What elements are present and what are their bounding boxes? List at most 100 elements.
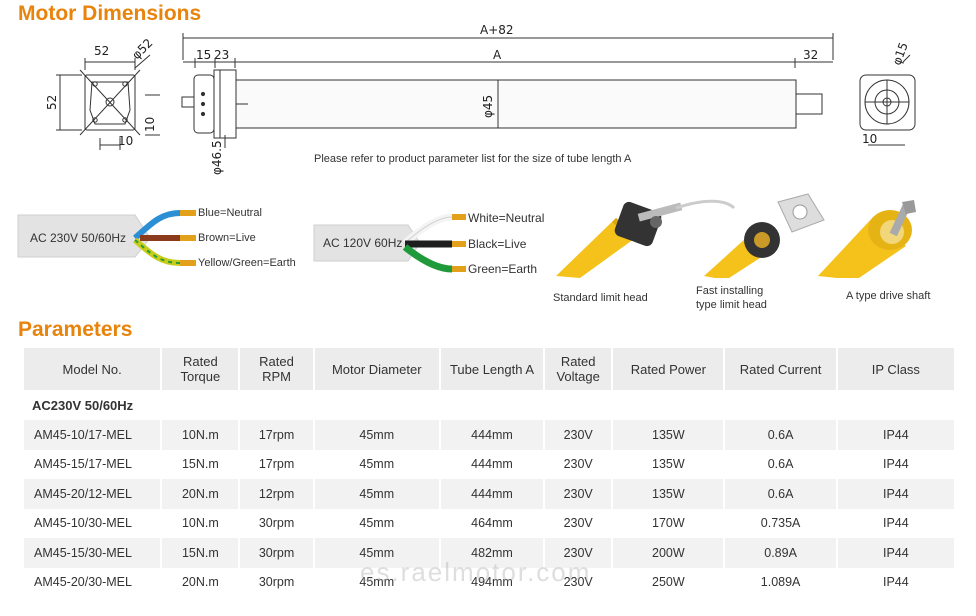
wiring-diagrams (17, 210, 466, 273)
section-title-parameters: Parameters (18, 318, 133, 341)
cell-power: 200W (613, 538, 724, 568)
cell-current: 0.6A (725, 479, 836, 509)
cell-torque: 10N.m (162, 420, 239, 450)
cell-current: 1.089A (760, 575, 801, 590)
cell-torque: 20N.m (162, 479, 239, 509)
dim-tube-length: A (493, 48, 502, 62)
cell-tube-length: 482mm (440, 538, 544, 568)
cell-rpm: 30rpm (240, 538, 313, 568)
col-model: Model No. (24, 348, 161, 390)
cell-diameter: 45mm (359, 575, 395, 590)
cell-model: AM45-10/17-MEL (24, 420, 161, 450)
cell-diameter: 45mm (314, 538, 439, 568)
cell-ip-class: IP44 (882, 575, 909, 590)
table-header-row: Model No. Rated Torque Rated RPM Motor D… (24, 348, 954, 390)
cell-power: 135W (613, 420, 724, 450)
wire-label-blue: Blue=Neutral (198, 207, 262, 219)
cell-rpm: 30rpm (258, 516, 295, 531)
col-power: Rated Power (613, 348, 724, 390)
cell-model: AM45-15/17-MEL (34, 457, 132, 472)
cell-current: 0.6A (767, 457, 794, 472)
caption-fast-installing: Fast installing type limit head (696, 284, 767, 312)
cell-rpm: 12rpm (240, 479, 313, 509)
table-row: AM45-20/12-MEL 20N.m 12rpm 45mm 444mm 23… (24, 479, 954, 509)
caption-fast-line2: type limit head (696, 299, 767, 311)
table-row: AM45-10/30-MEL 10N.m 30rpm 45mm 464mm 23… (24, 509, 954, 539)
cable-label-120v: AC 120V 60Hz (323, 236, 403, 250)
dim-right-bottom: 10 (862, 132, 877, 146)
cell-voltage: 230V (563, 457, 593, 472)
cell-torque: 15N.m (181, 457, 219, 472)
col-diameter: Motor Diameter (314, 348, 439, 390)
cell-rpm: 17rpm (240, 420, 313, 450)
cable-label-230v: AC 230V 50/60Hz (30, 231, 127, 245)
table-group-row: AC230V 50/60Hz (24, 390, 954, 420)
table-row: AM45-15/30-MEL 15N.m 30rpm 45mm 482mm 23… (24, 538, 954, 568)
dim-head-a: 15 (196, 48, 211, 62)
cell-model: AM45-20/30-MEL (34, 575, 132, 590)
dim-overall-length: A+82 (480, 23, 514, 37)
cell-ip-class: IP44 (837, 420, 954, 450)
standard-limit-head-image (556, 199, 736, 278)
cell-tube-length: 494mm (471, 575, 513, 590)
wire-label-yellow-green: Yellow/Green=Earth (198, 257, 296, 269)
col-torque: Rated Torque (162, 348, 239, 390)
table-row: AM45-15/17-MEL 15N.m 17rpm 45mm 444mm 23… (24, 450, 954, 480)
dim-head-diameter: φ46.5 (210, 140, 224, 175)
cell-current: 0.735A (760, 516, 801, 531)
caption-drive-shaft: A type drive shaft (846, 290, 931, 302)
dim-left-diameter: φ52 (129, 36, 155, 62)
cell-rpm: 30rpm (258, 575, 295, 590)
wire-label-white: White=Neutral (468, 211, 545, 225)
cell-ip-class: IP44 (882, 516, 909, 531)
dim-head-b: 23 (214, 48, 229, 62)
dim-left-bottom: 10 (143, 117, 157, 132)
cell-tube-length: 464mm (471, 516, 513, 531)
cell-torque: 10N.m (181, 516, 219, 531)
caption-standard-limit-head: Standard limit head (553, 292, 648, 304)
cell-diameter: 45mm (314, 479, 439, 509)
dim-right-diameter: φ15 (890, 40, 911, 67)
wire-blue (133, 210, 181, 241)
table-row: AM45-20/30-MEL 20N.m 30rpm 45mm 494mm 23… (24, 568, 954, 598)
cell-power: 135W (652, 457, 685, 472)
dim-left-width: 52 (94, 44, 109, 58)
section-title-dimensions: Motor Dimensions (18, 2, 202, 25)
col-current: Rated Current (725, 348, 836, 390)
wire-label-brown: Brown=Live (198, 232, 256, 244)
cell-voltage: 230V (545, 479, 612, 509)
cell-model: AM45-10/30-MEL (34, 516, 132, 531)
cell-power: 135W (613, 479, 724, 509)
table-row: AM45-10/17-MEL 10N.m 17rpm 45mm 444mm 23… (24, 420, 954, 450)
cell-tube-length: 444mm (440, 420, 544, 450)
fast-installing-limit-head-image (704, 193, 825, 278)
caption-fast-line1: Fast installing (696, 285, 764, 297)
parameters-table: Model No. Rated Torque Rated RPM Motor D… (22, 348, 956, 597)
tube-length-note: Please refer to product parameter list f… (314, 153, 632, 165)
col-ip-class: IP Class (837, 348, 954, 390)
cell-voltage: 230V (545, 420, 612, 450)
cell-voltage: 230V (563, 516, 593, 531)
cell-voltage: 230V (563, 575, 593, 590)
cell-ip-class: IP44 (837, 538, 954, 568)
dim-left-height: 52 (45, 95, 59, 110)
cell-diameter: 45mm (314, 420, 439, 450)
cell-current: 0.89A (725, 538, 836, 568)
cell-tube-length: 444mm (471, 457, 513, 472)
cell-torque: 15N.m (162, 538, 239, 568)
cell-current: 0.6A (725, 420, 836, 450)
wire-yellow-green (133, 237, 181, 266)
col-rpm: Rated RPM (240, 348, 313, 390)
dim-tube-diameter: φ45 (481, 95, 495, 118)
cell-model: AM45-20/12-MEL (24, 479, 161, 509)
dim-tail: 32 (803, 48, 818, 62)
cell-voltage: 230V (545, 538, 612, 568)
col-voltage: Rated Voltage (545, 348, 612, 390)
left-head-outline (84, 74, 136, 131)
cell-rpm: 17rpm (258, 457, 295, 472)
dim-left-side: 10 (118, 134, 133, 148)
cell-power: 250W (652, 575, 685, 590)
col-tube-length: Tube Length A (440, 348, 544, 390)
cell-diameter: 45mm (359, 457, 395, 472)
wire-green (402, 244, 453, 273)
